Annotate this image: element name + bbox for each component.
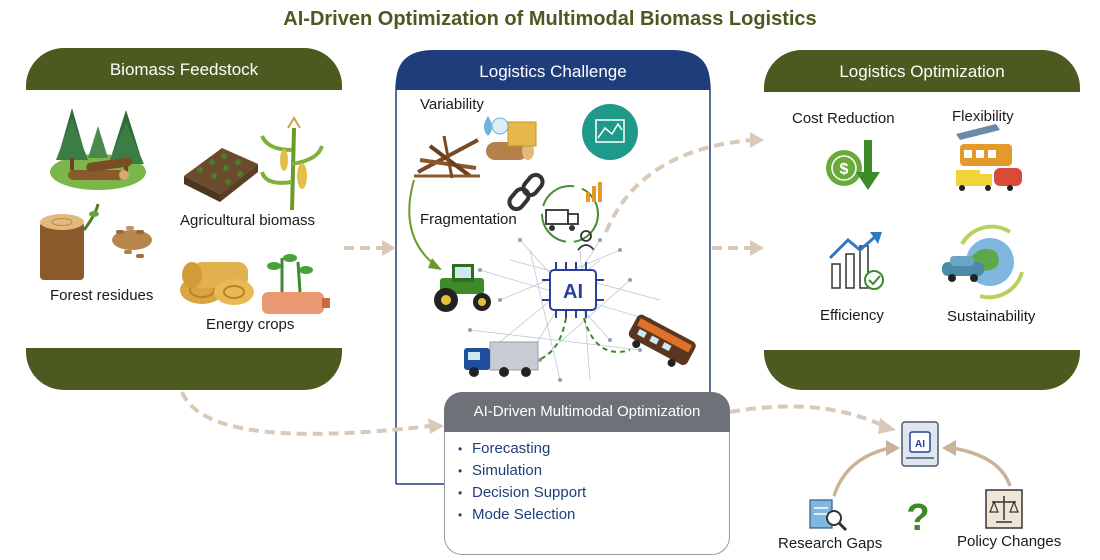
fragmentation-arrowhead bbox=[428, 258, 442, 270]
ai-document-icon: AI bbox=[901, 421, 939, 467]
research-gaps-label: Research Gaps bbox=[778, 535, 883, 552]
list-item: •Mode Selection bbox=[458, 506, 576, 523]
efficiency-label: Efficiency bbox=[820, 307, 884, 324]
forest-residues-label: Forest residues bbox=[50, 287, 154, 304]
question-mark: ? bbox=[906, 497, 929, 539]
decision-support-label: Decision Support bbox=[472, 484, 587, 501]
forest-icon bbox=[50, 108, 146, 190]
challenge-header: Logistics Challenge bbox=[479, 62, 627, 81]
moisture-logs-icon bbox=[484, 116, 537, 160]
fragmentation-label: Fragmentation bbox=[420, 211, 517, 228]
efficiency-icon bbox=[828, 232, 884, 290]
log-stump-icon bbox=[40, 203, 100, 280]
agricultural-biomass-label: Agricultural biomass bbox=[180, 212, 316, 229]
corn-plant-icon bbox=[260, 116, 324, 211]
ai-chip-icon: AI bbox=[542, 262, 604, 318]
simulation-label: Simulation bbox=[472, 462, 543, 479]
flexibility-label: Flexibility bbox=[952, 108, 1014, 125]
cost-reduction-icon: $ bbox=[826, 140, 880, 190]
svg-text:AI: AI bbox=[915, 439, 925, 450]
mode-selection-label: Mode Selection bbox=[472, 506, 576, 523]
policy-to-ai-arrow bbox=[942, 440, 1012, 487]
flexibility-icon bbox=[956, 124, 1022, 191]
ai-optimization-header: AI-Driven Multimodal Optimization bbox=[444, 392, 730, 432]
optimization-panel bbox=[764, 50, 1080, 390]
hay-bales-icon bbox=[180, 262, 254, 305]
list-item: •Decision Support bbox=[458, 484, 587, 501]
analytics-chart-icon bbox=[582, 104, 638, 160]
ai-network-nodes bbox=[468, 238, 652, 382]
chip-train-connector bbox=[583, 317, 631, 353]
feedstock-to-challenge-arrow bbox=[344, 240, 396, 256]
feedstock-to-ai-box-arrow bbox=[180, 391, 444, 436]
list-item: •Simulation bbox=[458, 462, 543, 479]
research-to-ai-arrow bbox=[832, 440, 900, 497]
logistics-cycle-icon bbox=[541, 182, 602, 251]
chip-truck-connector bbox=[537, 317, 567, 361]
sustainability-icon bbox=[942, 224, 1024, 300]
forecasting-label: Forecasting bbox=[472, 440, 551, 457]
sustainability-label: Sustainability bbox=[947, 308, 1036, 325]
seedling-tray-icon bbox=[184, 148, 258, 202]
energy-crops-label: Energy crops bbox=[206, 316, 295, 333]
wood-pellets-icon bbox=[112, 226, 152, 258]
challenge-to-optimization-arrow bbox=[712, 240, 764, 256]
feedstock-header: Biomass Feedstock bbox=[109, 60, 259, 79]
policy-changes-label: Policy Changes bbox=[957, 533, 1062, 550]
plant-bottle-icon bbox=[262, 254, 330, 314]
research-gaps-icon bbox=[809, 499, 848, 532]
chain-link-icon bbox=[507, 172, 545, 212]
train-icon bbox=[628, 314, 696, 367]
optimization-header: Logistics Optimization bbox=[839, 62, 1005, 81]
cost-reduction-label: Cost Reduction bbox=[792, 110, 895, 127]
fragmentation-arrow bbox=[408, 179, 437, 267]
variability-label: Variability bbox=[420, 96, 484, 113]
ai-optimization-box bbox=[444, 430, 730, 555]
ai-box-to-gaps-arrow bbox=[729, 404, 896, 434]
svg-text:$: $ bbox=[840, 161, 849, 178]
truck-icon bbox=[464, 341, 539, 377]
wood-pile-icon bbox=[414, 135, 480, 179]
ai-optimization-list: •Forecasting •Simulation •Decision Suppo… bbox=[458, 438, 586, 526]
tractor-icon bbox=[434, 264, 491, 312]
network-to-optimization-arrow bbox=[604, 132, 764, 233]
ai-chip-label: AI bbox=[563, 281, 583, 303]
policy-changes-icon bbox=[985, 489, 1023, 529]
diagram-title: AI-Driven Optimization of Multimodal Bio… bbox=[283, 8, 817, 30]
list-item: •Forecasting bbox=[458, 440, 551, 457]
